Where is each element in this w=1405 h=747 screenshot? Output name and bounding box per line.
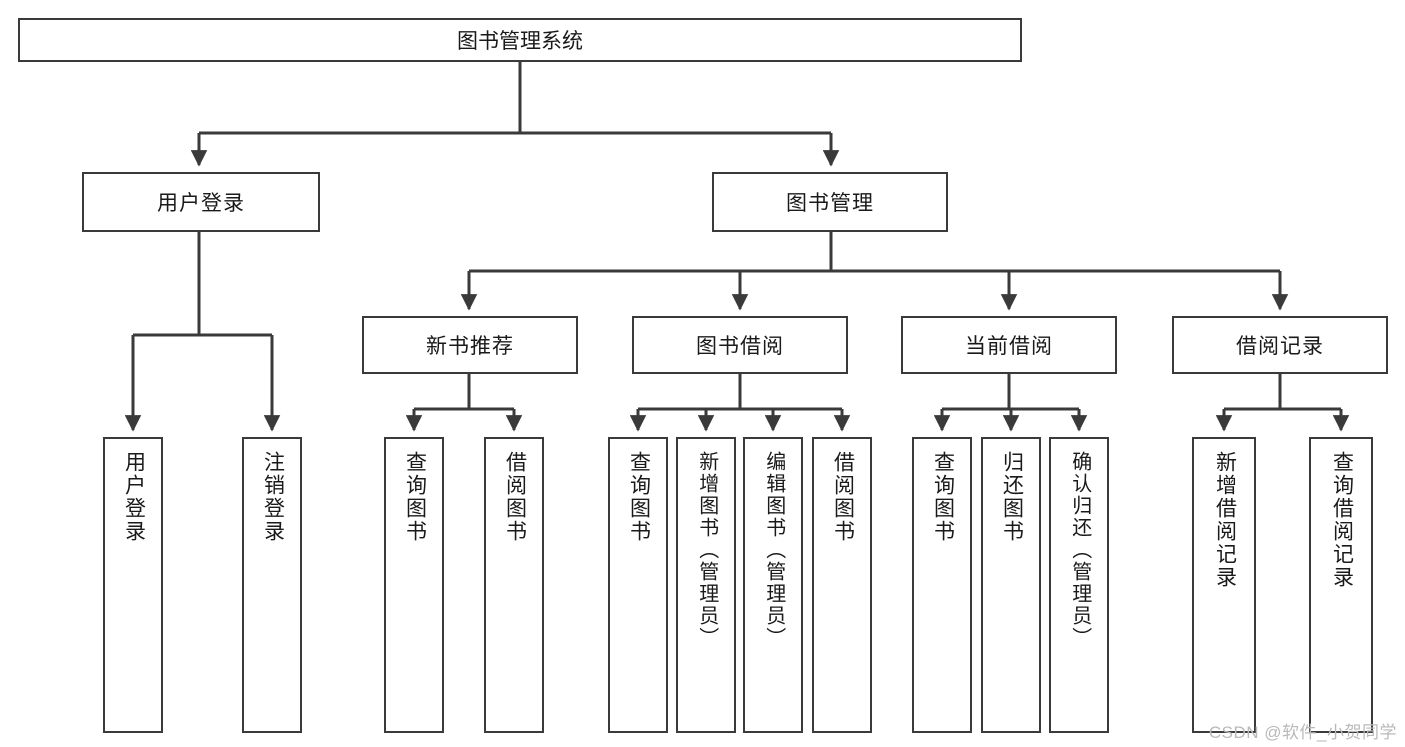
leaf-label: 归还图书 (1000, 451, 1024, 543)
leaf-label: 用户登录 (122, 451, 146, 543)
leaf-label: 查询图书 (627, 451, 651, 543)
node-label: 图书借阅 (696, 335, 784, 358)
leaf-label: 借阅图书 (831, 451, 855, 543)
leaf-query-book-new[interactable]: 查询图书 (384, 437, 444, 733)
node-root-system[interactable]: 图书管理系统 (18, 18, 1022, 62)
leaf-label: 借阅图书 (503, 451, 527, 543)
leaf-query-borrow-record[interactable]: 查询借阅记录 (1309, 437, 1373, 733)
node-label: 图书管理系统 (457, 30, 583, 53)
node-book-management[interactable]: 图书管理 (712, 172, 948, 232)
leaf-return-book[interactable]: 归还图书 (981, 437, 1041, 733)
node-label: 当前借阅 (965, 335, 1053, 358)
leaf-borrow-book-new[interactable]: 借阅图书 (484, 437, 544, 733)
leaf-label: 编辑图书（管理员） (762, 451, 785, 649)
leaf-label: 查询借阅记录 (1330, 451, 1354, 589)
node-current-borrow[interactable]: 当前借阅 (901, 316, 1117, 374)
leaf-label: 注销登录 (261, 451, 285, 543)
leaf-label: 查询图书 (403, 451, 427, 543)
leaf-borrow-book[interactable]: 借阅图书 (812, 437, 872, 733)
leaf-label: 确认归还（管理员） (1068, 451, 1091, 649)
leaf-confirm-return-admin[interactable]: 确认归还（管理员） (1049, 437, 1109, 733)
leaf-add-book-admin[interactable]: 新增图书（管理员） (676, 437, 736, 733)
csdn-watermark: CSDN @软件_小贺同学 (1208, 723, 1397, 742)
leaf-query-book-borrow[interactable]: 查询图书 (608, 437, 668, 733)
leaf-edit-book-admin[interactable]: 编辑图书（管理员） (743, 437, 803, 733)
node-borrow-record[interactable]: 借阅记录 (1172, 316, 1388, 374)
leaf-add-borrow-record[interactable]: 新增借阅记录 (1192, 437, 1256, 733)
leaf-user-login[interactable]: 用户登录 (103, 437, 163, 733)
node-label: 借阅记录 (1236, 335, 1324, 358)
node-label: 新书推荐 (426, 335, 514, 358)
leaf-label: 查询图书 (931, 451, 955, 543)
leaf-label: 新增图书（管理员） (695, 451, 718, 649)
node-new-book-recommend[interactable]: 新书推荐 (362, 316, 578, 374)
leaf-logout-login[interactable]: 注销登录 (242, 437, 302, 733)
node-label: 用户登录 (157, 192, 245, 215)
node-user-login[interactable]: 用户登录 (82, 172, 320, 232)
node-book-borrow[interactable]: 图书借阅 (632, 316, 848, 374)
leaf-query-book-current[interactable]: 查询图书 (912, 437, 972, 733)
node-label: 图书管理 (786, 192, 874, 215)
leaf-label: 新增借阅记录 (1213, 451, 1237, 589)
